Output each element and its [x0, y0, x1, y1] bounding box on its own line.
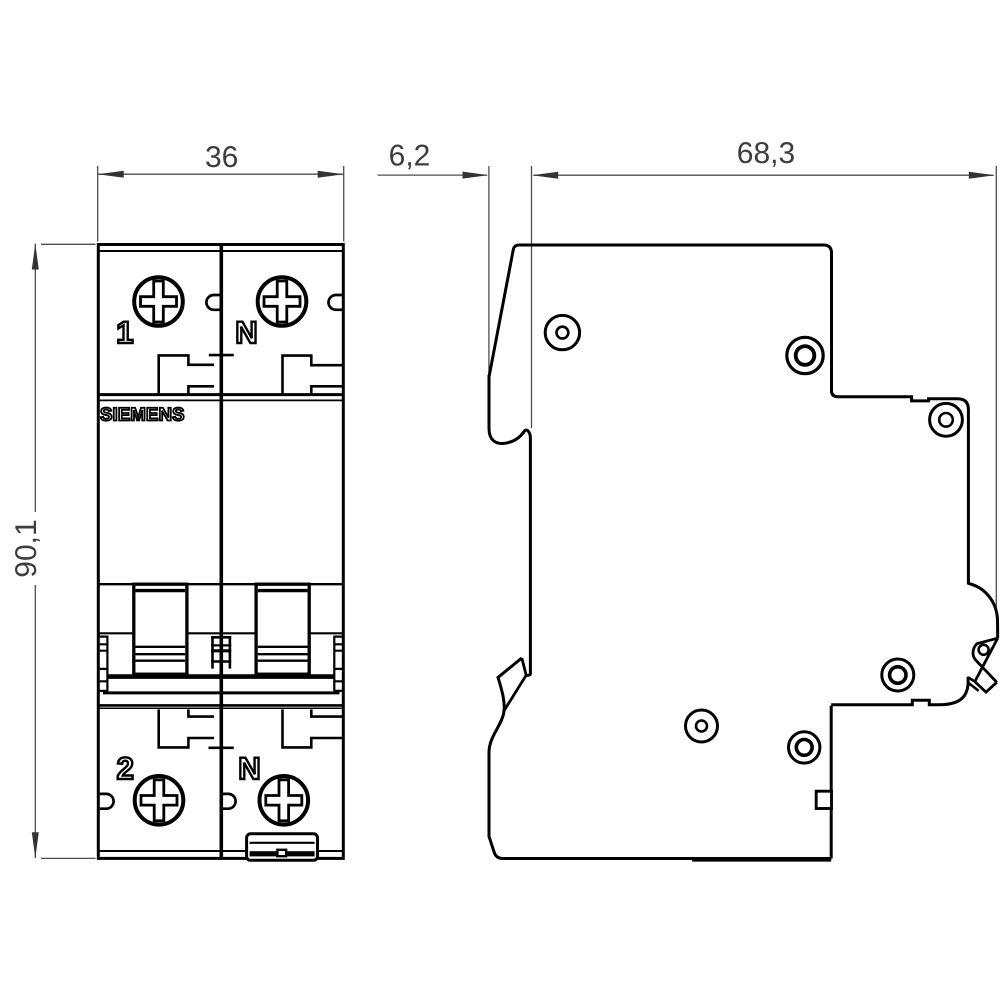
svg-text:90,1: 90,1: [10, 519, 43, 577]
svg-text:36: 36: [205, 141, 238, 174]
svg-text:N: N: [238, 751, 260, 786]
svg-text:1: 1: [116, 315, 133, 350]
svg-text:2: 2: [117, 751, 134, 786]
svg-text:68,3: 68,3: [737, 137, 795, 170]
svg-text:6,2: 6,2: [389, 140, 431, 173]
svg-text:SIEMENS: SIEMENS: [100, 404, 185, 425]
svg-text:N: N: [235, 315, 257, 350]
